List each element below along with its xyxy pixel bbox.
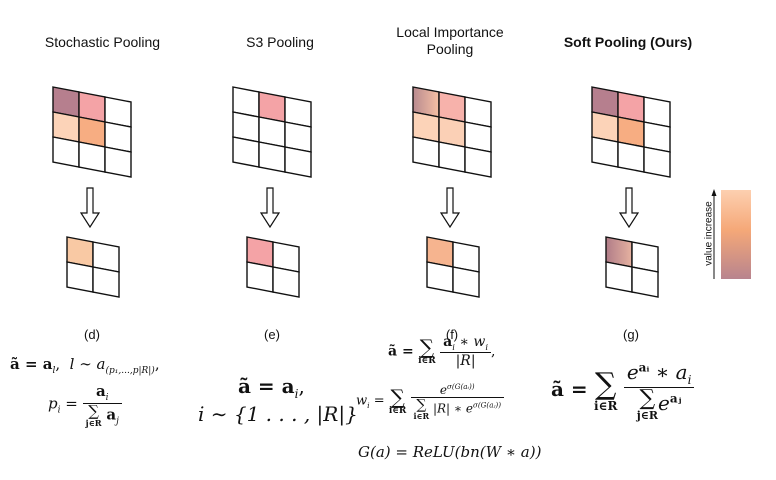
equation-f-line3: G(a) = ReLU(bn(W ∗ a)) — [358, 443, 542, 461]
cell-e-2-1 — [258, 141, 286, 173]
cell-g-2-1 — [617, 141, 645, 173]
cell-g-out-1-0 — [605, 261, 633, 293]
title-stochastic-pooling: Stochastic Pooling — [44, 34, 161, 50]
equation-d-assign: ã = al, l ∼ a(p₁,...,p|R|), — [10, 355, 160, 376]
cell-e-2-2 — [284, 146, 312, 178]
cell-f-2-2 — [464, 146, 492, 178]
cell-e-2-0 — [232, 136, 260, 168]
title-local-importance-pooling: Local Importance Pooling — [375, 24, 525, 58]
colorbar-axis-arrowhead — [711, 189, 717, 196]
grid-2x2-f — [426, 236, 480, 298]
equation-f-line2: wi = ∑i∈R eσ(G(aᵢ)) ∑i∈R |R| ∗ eσ(G(aⱼ)) — [356, 382, 505, 420]
cell-g-out-1-1 — [631, 266, 659, 298]
grid-2x2-e — [246, 236, 300, 298]
grid-3x3-e — [232, 86, 312, 178]
cell-d-2-0 — [52, 136, 80, 168]
cell-g-2-2 — [643, 146, 671, 178]
arrow-g — [618, 187, 640, 229]
colorbar — [721, 190, 751, 279]
cell-g-2-0 — [591, 136, 619, 168]
cell-d-2-2 — [104, 146, 132, 178]
arrow-d — [79, 187, 101, 229]
title-lip-line1: Local Importance — [396, 24, 504, 40]
panel-label-d: (d) — [84, 327, 100, 342]
arrow-e — [259, 187, 281, 229]
grid-3x3-g — [591, 86, 671, 178]
colorbar-label: value increase — [703, 201, 715, 266]
cell-d-out-1-0 — [66, 261, 94, 293]
cell-e-out-1-1 — [272, 266, 300, 298]
cell-f-out-1-0 — [426, 261, 454, 293]
panel-label-e: (e) — [264, 327, 280, 342]
grid-2x2-d — [66, 236, 120, 298]
equation-e-line1: ã = ai, — [238, 374, 305, 401]
cell-d-out-1-1 — [92, 266, 120, 298]
cell-f-2-1 — [438, 141, 466, 173]
title-lip-line2: Pooling — [426, 41, 474, 57]
arrow-f — [439, 187, 461, 229]
equation-e-line2: i ∼ {1 . . . , |R|} — [198, 402, 358, 426]
panel-label-g: (g) — [623, 327, 639, 342]
grid-2x2-g — [605, 236, 659, 298]
cell-e-out-1-0 — [246, 261, 274, 293]
cell-d-2-1 — [78, 141, 106, 173]
equation-d-probability: pi = ai ∑j∈R aj — [48, 382, 122, 427]
title-soft-pooling: Soft Pooling (Ours) — [563, 34, 693, 50]
title-s3-pooling: S3 Pooling — [246, 34, 314, 50]
grid-3x3-f — [412, 86, 492, 178]
cell-f-out-1-1 — [452, 266, 480, 298]
panel-label-f: (f) — [445, 327, 459, 342]
equation-f-line1: ã = ∑i∈R ai ∗ wi |R| , — [388, 334, 496, 369]
cell-f-2-0 — [412, 136, 440, 168]
grid-3x3-d — [52, 86, 132, 178]
